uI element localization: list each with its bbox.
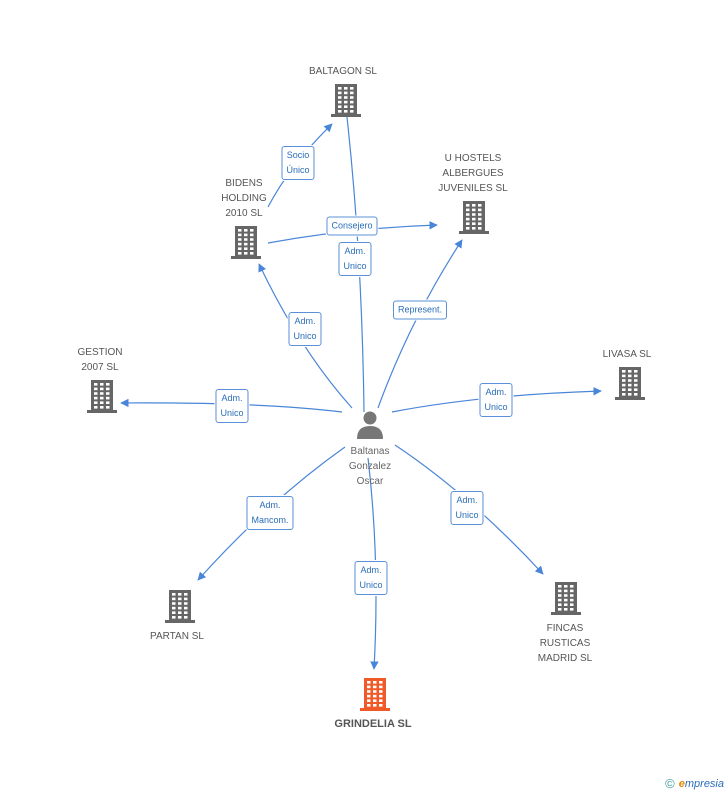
edge-label-person-gestion[interactable]: Adm. Unico	[215, 389, 249, 423]
grindelia-building-icon[interactable]	[360, 678, 390, 711]
gestion-building-icon[interactable]	[87, 380, 117, 413]
bidens-building-icon[interactable]	[231, 226, 261, 259]
edge-label-person-grindelia[interactable]: Adm. Unico	[354, 561, 388, 595]
brand-logo[interactable]: empresia	[678, 777, 724, 790]
company-label-uhostels[interactable]: U HOSTELS ALBERGUES JUVENILES SL	[438, 153, 508, 194]
edge-label-person-partan[interactable]: Adm. Mancom.	[246, 496, 294, 530]
fincas-building-icon[interactable]	[551, 582, 581, 615]
person-name-label[interactable]: Baltanas Gonzalez Oscar	[348, 446, 392, 487]
edge-label-bidens-uhostels[interactable]: Consejero	[326, 216, 378, 236]
edge-label-person-uhostels[interactable]: Represent.	[392, 300, 448, 320]
company-label-baltagon[interactable]: BALTAGON SL	[309, 66, 377, 77]
partan-building-icon[interactable]	[165, 590, 195, 623]
edge-label-bidens-baltagon[interactable]: Socio Único	[281, 146, 315, 180]
company-label-gestion[interactable]: GESTION 2007 SL	[77, 347, 123, 373]
company-label-grindelia[interactable]: GRINDELIA SL	[334, 718, 412, 730]
company-label-fincas[interactable]: FINCAS RUSTICAS MADRID SL	[537, 623, 593, 664]
company-label-livasa[interactable]: LIVASA SL	[602, 349, 652, 360]
edge-label-person-livasa[interactable]: Adm. Unico	[479, 383, 513, 417]
footer-brand: © empresia	[665, 776, 724, 791]
edge-label-person-baltagon[interactable]: Adm. Unico	[338, 242, 372, 276]
copyright-icon: ©	[665, 776, 675, 791]
company-label-partan[interactable]: PARTAN SL	[150, 631, 204, 642]
person-icon[interactable]	[357, 411, 383, 440]
livasa-building-icon[interactable]	[615, 367, 645, 400]
edge-label-person-bidens[interactable]: Adm. Unico	[288, 312, 322, 346]
company-label-bidens[interactable]: BIDENS HOLDING 2010 SL	[221, 178, 267, 219]
baltagon-building-icon[interactable]	[331, 84, 361, 117]
uhostels-building-icon[interactable]	[459, 201, 489, 234]
edge-person-uhostels	[377, 239, 463, 409]
edge-label-person-fincas[interactable]: Adm. Unico	[450, 491, 484, 525]
